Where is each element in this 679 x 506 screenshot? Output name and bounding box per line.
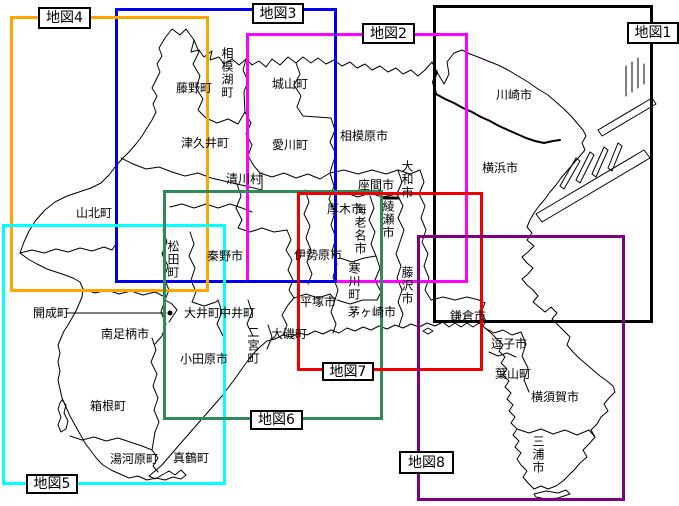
- map-region-label-2[interactable]: 地図2: [362, 23, 415, 44]
- map-region-rect-8[interactable]: [417, 235, 625, 501]
- municipality-label-12: 伊勢原市: [294, 248, 343, 262]
- kaisei-pointer-dot: [167, 310, 173, 316]
- municipality-label-31: 川崎市: [496, 88, 533, 102]
- municipality-label-17: 寒川町: [347, 262, 361, 301]
- municipality-label-8: 山北町: [76, 206, 113, 220]
- municipality-label-26: 平塚市: [300, 295, 337, 309]
- map-region-rect-1[interactable]: [433, 5, 653, 323]
- map-region-label-4[interactable]: 地図4: [38, 7, 91, 29]
- municipality-label-22: 南足柄市: [101, 327, 150, 341]
- prefecture-outer-boundary: [19, 28, 616, 490]
- municipality-label-30: 真鶴町: [173, 451, 210, 465]
- municipality-label-20: 大井町: [184, 306, 221, 320]
- map-region-label-5[interactable]: 地図5: [26, 474, 78, 494]
- municipality-label-21: 中井町: [219, 306, 256, 320]
- map-region-rect-2[interactable]: [246, 33, 468, 283]
- municipality-label-2: 相模湖町: [220, 47, 234, 99]
- map-region-rect-3[interactable]: [115, 8, 337, 283]
- enoshima-island: [422, 327, 434, 335]
- jogashima-island: [533, 489, 571, 500]
- municipality-label-34: 逗子市: [491, 337, 528, 351]
- municipality-label-4: 津久井町: [181, 136, 230, 150]
- municipality-label-7: 清川村: [226, 172, 263, 186]
- lake-ashi: [57, 399, 69, 433]
- municipality-label-27: 茅ヶ崎市: [348, 305, 397, 319]
- municipality-label-37: 三浦市: [531, 435, 545, 474]
- municipality-label-28: 箱根町: [90, 399, 127, 413]
- municipality-label-5: 愛川町: [272, 138, 309, 152]
- map-region-label-7[interactable]: 地図7: [322, 362, 374, 381]
- municipality-label-24: 二宮町: [246, 326, 260, 365]
- municipality-label-19: 開成町: [33, 306, 70, 320]
- municipality-label-29: 湯河原町: [110, 452, 159, 466]
- municipality-label-25: 大磯町: [271, 327, 308, 341]
- municipality-label-1: 藤野町: [176, 81, 213, 95]
- municipality-label-32: 横浜市: [482, 161, 519, 175]
- municipality-label-10: 秦野市: [207, 249, 244, 263]
- municipal-boundaries-southwest: [69, 229, 273, 473]
- municipality-label-15: 海老名市: [353, 203, 367, 255]
- municipality-label-9: 松田町: [166, 240, 180, 279]
- map-region-label-3[interactable]: 地図3: [252, 3, 304, 24]
- map-region-label-8[interactable]: 地図8: [399, 451, 454, 474]
- municipality-label-36: 横須賀市: [531, 390, 580, 404]
- municipality-label-35: 葉山町: [495, 367, 532, 381]
- municipality-label-33: 鎌倉市: [450, 309, 487, 323]
- map-region-label-6[interactable]: 地図6: [250, 410, 303, 430]
- municipality-label-11: 厚木市: [327, 202, 364, 216]
- map-region-rect-7[interactable]: [297, 192, 483, 371]
- map-region-rect-4[interactable]: [10, 16, 209, 292]
- map-region-rect-5[interactable]: [2, 224, 226, 485]
- municipal-boundaries-central: [281, 169, 432, 336]
- municipality-label-14: 大和市: [400, 160, 414, 199]
- municipal-boundaries-east: [430, 296, 596, 438]
- municipality-label-16: 綾瀬市: [381, 200, 395, 239]
- municipality-label-23: 小田原市: [180, 352, 229, 366]
- municipality-label-13: 座間市: [358, 178, 395, 192]
- municipality-label-3: 城山町: [272, 77, 309, 91]
- municipality-label-18: 藤沢市: [400, 266, 414, 305]
- map-region-label-1[interactable]: 地図1: [627, 22, 679, 44]
- municipality-label-6: 相模原市: [340, 129, 389, 143]
